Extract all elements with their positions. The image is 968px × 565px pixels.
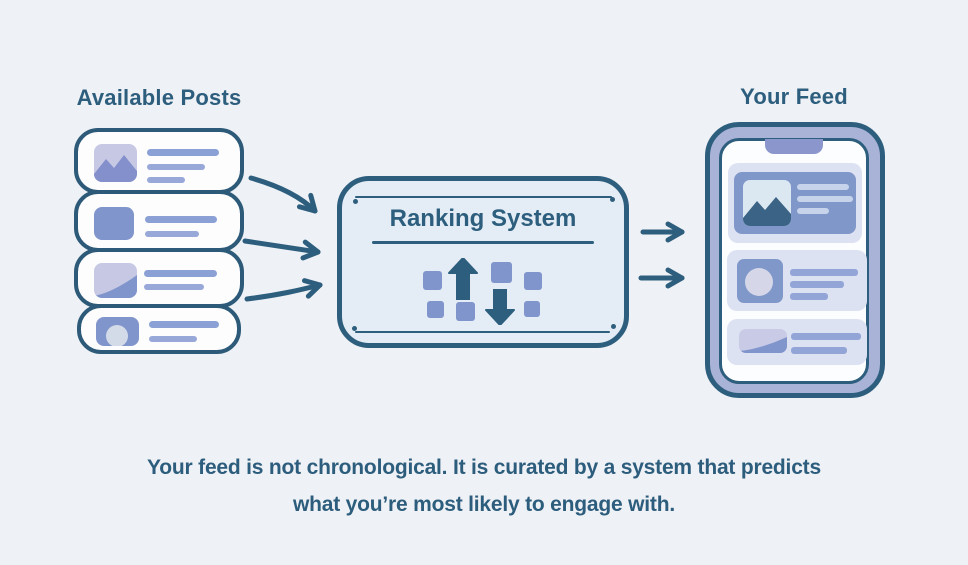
mountain-photo-icon	[743, 180, 791, 226]
ranking-system-box: Ranking System	[337, 176, 629, 348]
decor-dot	[352, 326, 357, 331]
rank-square	[491, 262, 512, 283]
feed-card	[728, 163, 862, 243]
text-line	[145, 231, 199, 237]
feed-card-highlight	[734, 172, 856, 234]
circle-photo-icon	[737, 259, 783, 303]
sort-rank-icon	[421, 258, 543, 328]
title-underline	[372, 241, 594, 244]
text-line	[797, 184, 849, 190]
text-line	[797, 208, 829, 214]
decor-dot	[611, 324, 616, 329]
hill-photo-icon	[94, 263, 137, 298]
post-card	[74, 248, 244, 308]
up-arrow-icon	[448, 258, 478, 300]
post-card	[77, 304, 241, 354]
phone-notch-icon	[765, 139, 823, 154]
phone-screen	[719, 138, 869, 384]
rank-square	[524, 301, 540, 317]
text-line	[147, 149, 219, 156]
decor-line	[355, 331, 610, 333]
text-line	[144, 284, 204, 290]
available-posts-title: Available Posts	[76, 85, 242, 110]
feed-card	[727, 250, 867, 311]
text-line	[149, 321, 219, 328]
circle-photo-icon	[96, 317, 139, 346]
post-card	[74, 128, 244, 194]
decor-dot	[353, 199, 358, 204]
hill-photo-icon	[739, 329, 787, 353]
solid-block-icon	[94, 207, 134, 240]
arrow-icon	[248, 175, 318, 214]
text-line	[144, 270, 217, 277]
text-line	[797, 196, 853, 202]
decor-dot	[610, 197, 615, 202]
arrow-icon	[244, 278, 323, 302]
text-line	[145, 216, 217, 223]
text-line	[790, 293, 828, 300]
rank-square	[427, 301, 444, 318]
rank-square	[423, 271, 442, 290]
text-line	[790, 281, 844, 288]
rank-square	[456, 302, 475, 321]
text-line	[790, 269, 858, 276]
rank-square	[524, 272, 542, 290]
your-feed-title: Your Feed	[740, 84, 848, 109]
caption-line-2: what you’re most likely to engage with.	[293, 493, 675, 516]
text-line	[147, 164, 205, 170]
mountain-photo-icon	[94, 144, 137, 182]
caption-line-1: Your feed is not chronological. It is cu…	[147, 456, 821, 479]
feed-card	[727, 319, 867, 365]
ranking-system-title: Ranking System	[389, 205, 577, 232]
text-line	[791, 333, 861, 340]
decor-line	[355, 196, 612, 198]
arrow-icon	[242, 238, 321, 261]
text-line	[149, 336, 197, 342]
text-line	[791, 347, 847, 354]
text-line	[147, 177, 185, 183]
post-card	[74, 190, 244, 252]
phone-frame	[705, 122, 885, 398]
down-arrow-icon	[485, 289, 515, 325]
